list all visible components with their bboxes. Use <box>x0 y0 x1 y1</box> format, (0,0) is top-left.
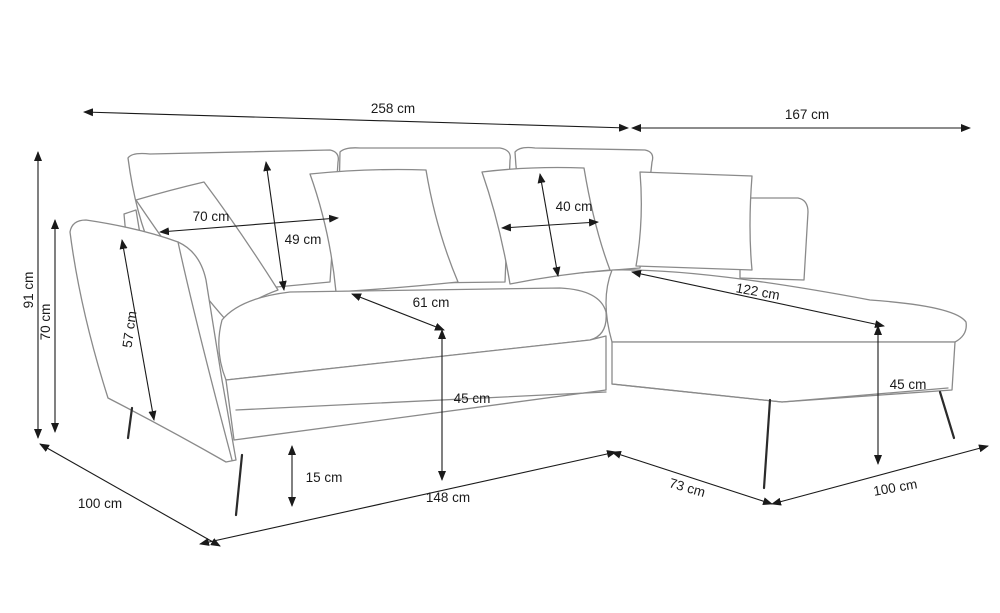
pillow-middle-left <box>309 168 459 293</box>
dim-line-depth <box>39 443 221 547</box>
right-back-frame <box>739 197 809 281</box>
leg-chaise-right <box>938 390 956 440</box>
label-chaise-gap: 73 cm <box>668 475 707 500</box>
dim-line-pillow-height <box>537 173 561 277</box>
label-chaise-width: 167 cm <box>785 107 829 122</box>
label-back-height: 70 cm <box>38 304 53 341</box>
chaise-top <box>605 269 967 343</box>
label-chaise-depth: 100 cm <box>872 476 918 498</box>
label-leg-height: 15 cm <box>306 470 343 485</box>
seat-base-line <box>235 391 607 411</box>
seat-front <box>225 335 607 441</box>
dimension-lines <box>34 108 989 547</box>
label-pillow-width: 40 cm <box>556 199 593 214</box>
dim-line-back-cushion-height <box>263 161 287 291</box>
label-seat-depth: 61 cm <box>413 295 450 310</box>
dim-line-arm-height <box>119 239 157 421</box>
label-seat-height-chaise: 45 cm <box>890 377 927 392</box>
leg-back-left <box>126 406 134 440</box>
leg-front-left <box>234 453 244 517</box>
dim-line-chaise-depth <box>771 444 989 506</box>
dim-line-total-width <box>83 108 629 132</box>
label-main-width: 148 cm <box>426 490 470 505</box>
dimension-labels: 258 cm 167 cm 91 cm 70 cm 57 cm 70 cm 49… <box>21 101 926 511</box>
dim-line-seat-depth-arm <box>159 214 339 236</box>
label-depth: 100 cm <box>78 496 122 511</box>
seat-cushion <box>218 287 607 381</box>
dim-line-chaise-gap <box>611 450 773 506</box>
sofa-drawing <box>69 146 967 517</box>
dim-line-chaise-length <box>631 269 885 329</box>
dim-line-seat-depth <box>351 293 445 331</box>
leg-front-right <box>762 398 772 490</box>
chaise-front <box>611 341 956 403</box>
label-arm-height: 57 cm <box>120 310 140 348</box>
label-total-height: 91 cm <box>21 272 36 309</box>
label-back-cushion-height: 49 cm <box>285 232 322 247</box>
armrest-inner-line <box>177 241 233 461</box>
label-seat-height: 45 cm <box>454 391 491 406</box>
chaise-base-line <box>611 383 949 403</box>
label-total-width: 258 cm <box>371 101 415 116</box>
dim-line-main-width <box>199 450 617 546</box>
pillow-right <box>635 171 753 271</box>
label-seat-depth-arm: 70 cm <box>193 209 230 224</box>
